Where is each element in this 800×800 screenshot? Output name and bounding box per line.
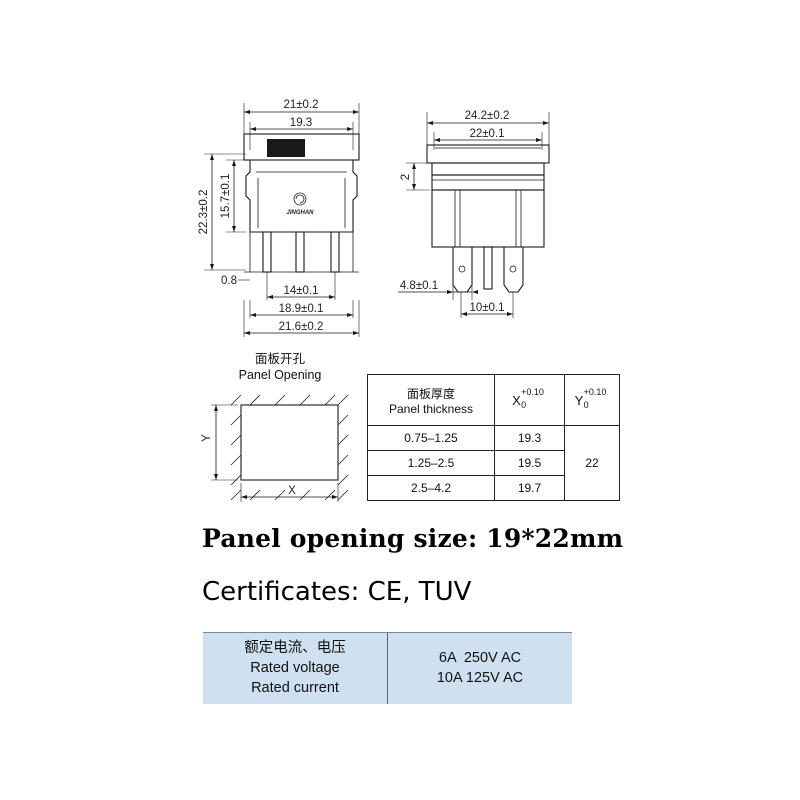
x-header: X+0.10 0 (494, 374, 565, 426)
thickness-cell: 0.75–1.25 (367, 425, 495, 451)
rating-value: 6A 250V AC 10A 125V AC (388, 632, 573, 704)
rating-label-current: Rated current (251, 680, 339, 696)
rating-label-cn: 额定电流、电压 (244, 640, 346, 656)
side-pin-gap-dim: 10±0.1 (469, 302, 504, 314)
thickness-header: 面板厚度 Panel thickness (367, 374, 495, 426)
y-tol-lower: 0 (583, 399, 589, 410)
y-header: Y+0.10 0 (564, 374, 620, 426)
panel-opening-title-en: Panel Opening (239, 368, 322, 382)
thickness-header-en: Panel thickness (388, 401, 474, 416)
svg-text:JINGHAN: JINGHAN (286, 210, 314, 216)
side-top-inner-dim: 22±0.1 (469, 128, 504, 140)
y-label: Y (574, 392, 584, 408)
thickness-header-cn: 面板厚度 (406, 386, 455, 401)
rating-value-1: 6A 250V AC (438, 650, 522, 666)
front-view: 21±0.2 19.3 JINGHAN (198, 99, 360, 337)
x-value-cell: 19.3 (494, 425, 565, 451)
front-height-total-dim: 22.3±0.2 (198, 190, 210, 235)
front-top-outer-dim: 21±0.2 (283, 99, 318, 111)
rating-table: 额定电流、电压 Rated voltage Rated current 6A 2… (203, 632, 572, 704)
x-label: X (512, 392, 521, 408)
front-offset-dim: 0.8 (221, 275, 237, 287)
x-tol-upper: +0.10 (521, 386, 544, 397)
front-bottom-outer-dim: 21.6±0.2 (279, 321, 324, 333)
x-value-cell: 19.5 (494, 450, 565, 476)
side-cap-height-dim: 2 (400, 174, 412, 180)
rating-label: 额定电流、电压 Rated voltage Rated current (203, 632, 388, 704)
table-row: 0.75–1.25 19.3 22 (367, 425, 620, 501)
front-bottom-inner-dim: 18.9±0.1 (279, 303, 324, 315)
side-view: 24.2±0.2 22±0.1 2 (398, 110, 550, 318)
jinghan-logo: JINGHAN (286, 192, 314, 216)
table-row: 2.5–4.2 19.7 (367, 475, 620, 501)
panel-axis-x: X (288, 485, 296, 497)
side-pin-width-dim: 4.8±0.1 (400, 280, 438, 292)
front-pin-spacing-dim: 14±0.1 (283, 285, 318, 297)
thickness-cell: 2.5–4.2 (367, 475, 495, 501)
x-value-cell: 19.7 (494, 475, 565, 501)
certificates-text: Certificates: CE, TUV (202, 577, 472, 607)
rocker-button (267, 139, 305, 157)
panel-opening: 面板开孔 Panel Opening (201, 352, 349, 502)
y-tol-upper: +0.10 (583, 386, 607, 397)
rating-label-voltage: Rated voltage (250, 660, 340, 676)
opening-size-text: Panel opening size: 19*22mm (202, 524, 624, 553)
panel-opening-title-cn: 面板开孔 (255, 352, 306, 366)
rating-value-2: 10A 125V AC (436, 670, 524, 686)
thickness-cell: 1.25–2.5 (367, 450, 495, 476)
technical-drawing: 21±0.2 19.3 JINGHAN (198, 99, 550, 502)
front-height-body-dim: 15.7±0.1 (220, 174, 232, 219)
front-top-inner-dim: 19.3 (290, 117, 312, 129)
panel-axis-y: Y (201, 434, 213, 442)
x-tol-lower: 0 (521, 399, 527, 410)
side-top-outer-dim: 24.2±0.2 (465, 110, 510, 122)
y-value-cell: 22 (564, 425, 620, 501)
